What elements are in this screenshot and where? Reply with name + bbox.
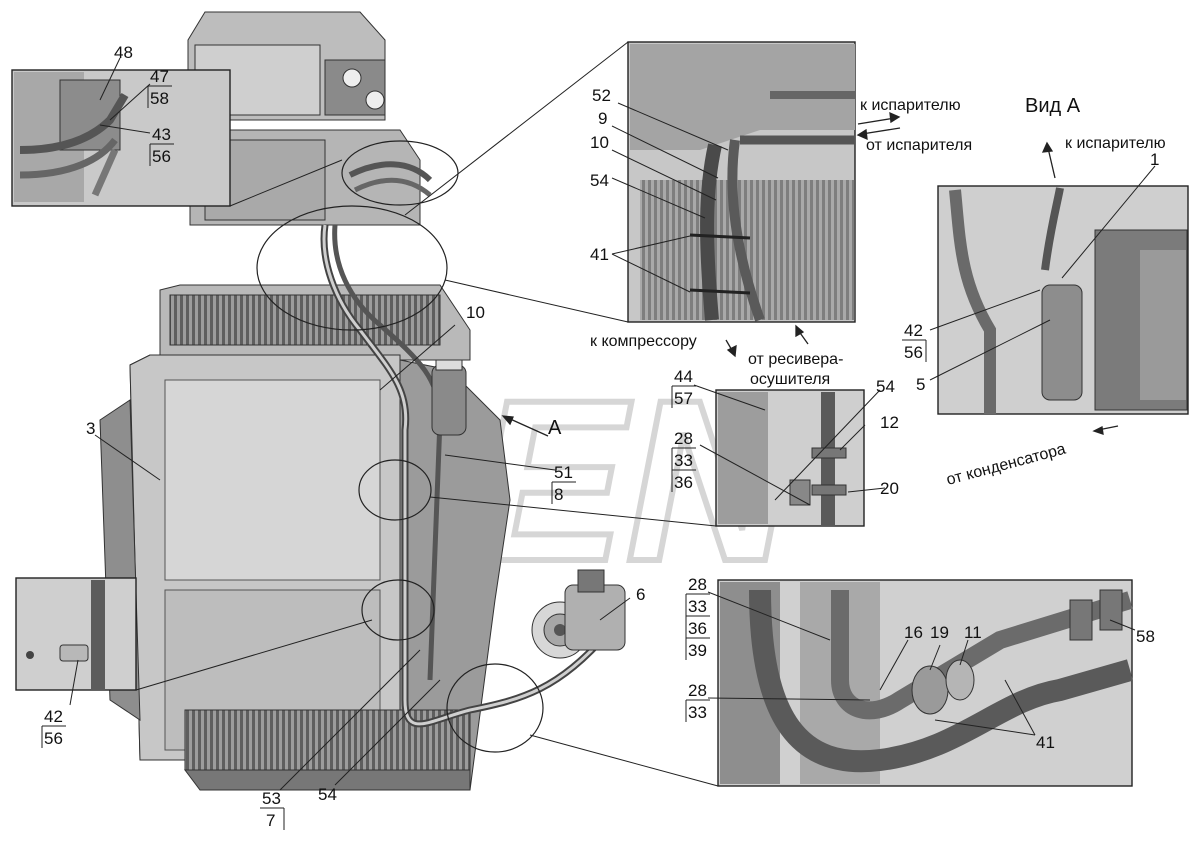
- detail-circle-upper: [358, 459, 432, 521]
- caption-to-evaporator: к испарителю: [860, 97, 961, 114]
- label-36-clamp: 36: [674, 473, 693, 492]
- label-6: 6: [636, 585, 645, 604]
- detail-circle-top: [256, 205, 448, 331]
- label-11: 11: [964, 623, 982, 642]
- inset-lower-lines: [717, 579, 1134, 787]
- label-3: 3: [86, 419, 95, 438]
- label-42-view: 42: [904, 321, 923, 340]
- view-a-marker: A: [548, 417, 562, 439]
- caption-to-compressor: к компрессору: [590, 333, 697, 350]
- label-54-bottom: 54: [318, 785, 337, 804]
- caption-from-receiver-2: осушителя: [750, 371, 830, 388]
- label-47: 47: [150, 67, 169, 86]
- label-9: 9: [598, 109, 607, 128]
- label-16: 16: [904, 623, 923, 642]
- label-48: 48: [114, 43, 133, 62]
- label-20: 20: [880, 479, 899, 498]
- label-56-top: 56: [152, 147, 171, 166]
- caption-to-evaporator-view: к испарителю: [1065, 135, 1166, 152]
- inset-evaporator-fittings: [11, 69, 231, 207]
- leader-inset-left: [135, 619, 373, 691]
- label-43: 43: [152, 125, 171, 144]
- detail-circle-lower: [446, 663, 544, 753]
- detail-circle-middle: [361, 579, 435, 641]
- caption-from-evaporator: от испарителя: [866, 137, 972, 154]
- label-5: 5: [916, 375, 925, 394]
- label-33-bottom: 33: [688, 703, 707, 722]
- label-54-inset: 54: [590, 171, 609, 190]
- label-41-lower: 41: [1036, 733, 1055, 752]
- label-42-left: 42: [44, 707, 63, 726]
- inset-evaporator-lines: [627, 41, 856, 323]
- label-33-lower: 33: [688, 597, 707, 616]
- detail-circle-evaporator: [341, 140, 459, 206]
- label-19: 19: [930, 623, 949, 642]
- leader-inset-mid: [429, 496, 717, 527]
- label-57: 57: [674, 389, 693, 408]
- label-8: 8: [554, 485, 563, 504]
- leader-inset-tm-a: [404, 41, 629, 216]
- leader-inset-tm-b: [444, 279, 629, 323]
- label-56-left: 56: [44, 729, 63, 748]
- caption-from-condenser: от конденсатора: [945, 441, 1068, 489]
- evaporator-unit: [174, 11, 433, 226]
- label-10-inset: 10: [590, 133, 609, 152]
- receiver-drier: [431, 359, 467, 436]
- label-1: 1: [1150, 150, 1159, 169]
- label-58-top: 58: [150, 89, 169, 108]
- leader-inset-tl: [229, 159, 343, 207]
- label-39: 39: [688, 641, 707, 660]
- label-56-view: 56: [904, 343, 923, 362]
- caption-from-receiver-1: от ресивера-: [748, 351, 843, 368]
- label-53: 53: [262, 789, 281, 808]
- radiator-assembly: [99, 284, 511, 791]
- leader-inset-br: [529, 734, 719, 787]
- compressor: [531, 569, 626, 659]
- direction-arrows: [501, 111, 1119, 437]
- label-10: 10: [466, 303, 485, 322]
- position-labels: 48 47 58 43 56 52 9 10 54 41 1 42 56 5 1…: [41, 43, 1159, 830]
- label-28-clamp: 28: [674, 429, 693, 448]
- inset-view-a: [937, 185, 1189, 415]
- inset-clamps: [715, 389, 865, 527]
- label-54-clamp: 54: [876, 377, 895, 396]
- label-12: 12: [880, 413, 899, 432]
- label-7: 7: [266, 811, 275, 830]
- view-a-title: Вид А: [1025, 95, 1081, 117]
- label-36-lower: 36: [688, 619, 707, 638]
- label-33-clamp: 33: [674, 451, 693, 470]
- label-44: 44: [674, 367, 693, 386]
- label-41-inset: 41: [590, 245, 609, 264]
- label-28-lower: 28: [688, 575, 707, 594]
- leader-lines: [69, 57, 1156, 791]
- label-51: 51: [554, 463, 573, 482]
- label-58-lower: 58: [1136, 627, 1155, 646]
- label-28-bottom: 28: [688, 681, 707, 700]
- label-52: 52: [592, 86, 611, 105]
